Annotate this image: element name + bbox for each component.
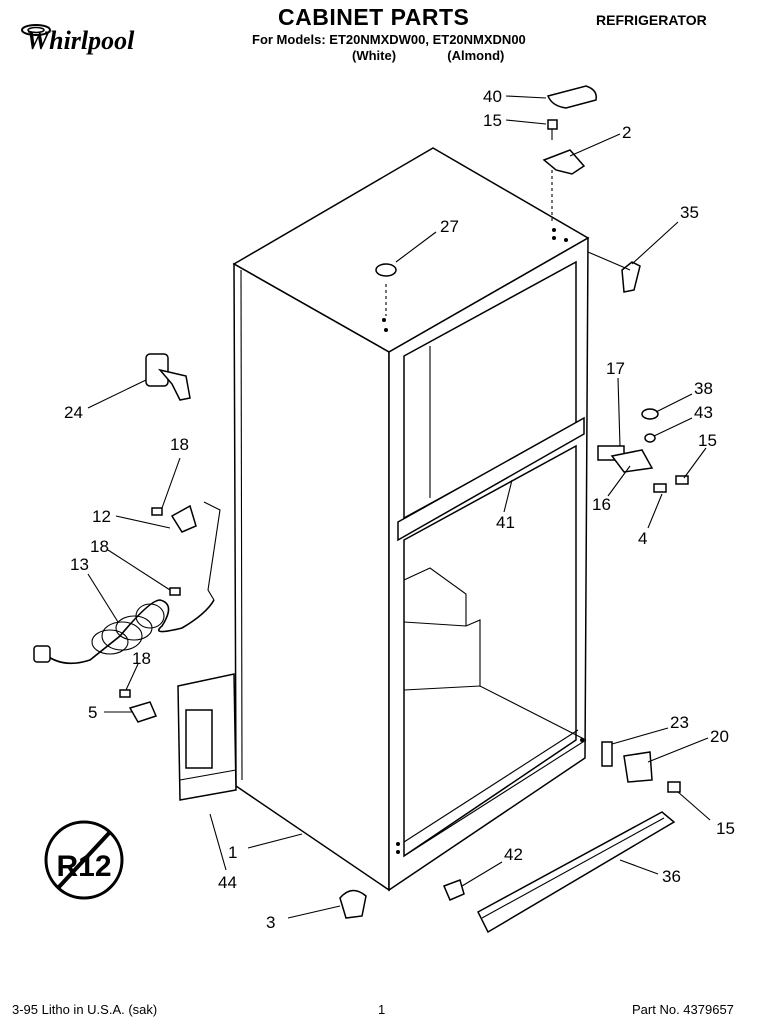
callout-18-upper: 18 <box>170 435 189 454</box>
refrigerant-badge: R12 <box>44 820 124 900</box>
leveling-leg-part <box>339 889 367 919</box>
category-label: REFRIGERATOR <box>596 12 707 28</box>
callout-42: 42 <box>504 845 523 864</box>
callout-27: 27 <box>440 217 459 236</box>
callout-24: 24 <box>64 403 83 422</box>
shim-part <box>601 741 613 767</box>
callout-15-top: 15 <box>483 111 502 130</box>
callout-12: 12 <box>92 507 111 526</box>
variant-white: (White) <box>352 48 397 63</box>
screw-part <box>151 507 163 516</box>
callout-35: 35 <box>680 203 699 222</box>
whirlpool-swoosh-icon <box>21 24 51 36</box>
litho-note: 3-95 Litho in U.S.A. (sak) <box>12 1002 158 1017</box>
callout-13: 13 <box>70 555 89 574</box>
callout-15-bottom: 15 <box>716 819 735 838</box>
models-line: For Models: ET20NMXDW00, ET20NMXDN00 <box>252 32 526 47</box>
callout-15-hinge: 15 <box>698 431 717 450</box>
callout-40: 40 <box>483 87 502 106</box>
door-stop-part <box>145 353 191 401</box>
top-hinge-part <box>542 149 586 175</box>
wire-clip-part <box>170 504 197 533</box>
callout-1: 1 <box>228 843 237 862</box>
toe-grille-part <box>477 811 676 934</box>
callout-4: 4 <box>638 529 647 548</box>
callout-3: 3 <box>266 913 275 932</box>
callout-5: 5 <box>88 703 97 722</box>
screw-part <box>653 483 667 493</box>
washer-part <box>641 408 659 420</box>
callout-16: 16 <box>592 495 611 514</box>
variant-almond: (Almond) <box>447 48 505 63</box>
callout-2: 2 <box>622 123 631 142</box>
bottom-hinge-part <box>623 751 653 783</box>
callout-41: 41 <box>496 513 515 532</box>
brand-name: Whirlpool <box>26 26 135 55</box>
hinge-cover-part <box>546 85 598 109</box>
callout-18-middle: 18 <box>90 537 109 556</box>
callout-17: 17 <box>606 359 625 378</box>
plug-button-part <box>375 263 397 277</box>
page-number: 1 <box>378 1002 386 1017</box>
fresh-food-opening <box>403 444 577 858</box>
divider-rail <box>397 416 585 542</box>
callout-23: 23 <box>670 713 689 732</box>
callout-36: 36 <box>662 867 681 886</box>
variants-line: (White) (Almond) <box>352 48 504 63</box>
power-cord-part <box>33 599 215 665</box>
access-panel-part <box>177 673 237 801</box>
cabinet-shell <box>232 147 590 892</box>
callout-44: 44 <box>218 873 237 892</box>
lower-hinge-part <box>610 449 654 473</box>
callout-38: 38 <box>694 379 713 398</box>
page-title: CABINET PARTS <box>278 4 470 30</box>
grille-clip-part <box>443 879 465 901</box>
screw-part <box>169 587 181 596</box>
leader-lines <box>87 95 711 919</box>
callout-20: 20 <box>710 727 729 746</box>
screw-part <box>675 475 689 485</box>
screw-part <box>547 119 558 140</box>
cord-clamp-part <box>128 701 158 723</box>
spacer-part <box>644 433 656 443</box>
badge-text: R12 <box>56 850 111 883</box>
part-number: Part No. 4379657 <box>632 1002 734 1017</box>
callout-18-lower: 18 <box>132 649 151 668</box>
hinge-pin-cover-part <box>621 261 641 293</box>
whirlpool-logo <box>14 18 162 68</box>
screw-part <box>119 689 131 698</box>
screw-part <box>667 781 681 793</box>
callout-labels: 40 15 2 35 27 24 17 38 43 15 18 12 16 4 … <box>64 87 735 932</box>
cabinet-left-side <box>233 262 390 892</box>
callout-43: 43 <box>694 403 713 422</box>
